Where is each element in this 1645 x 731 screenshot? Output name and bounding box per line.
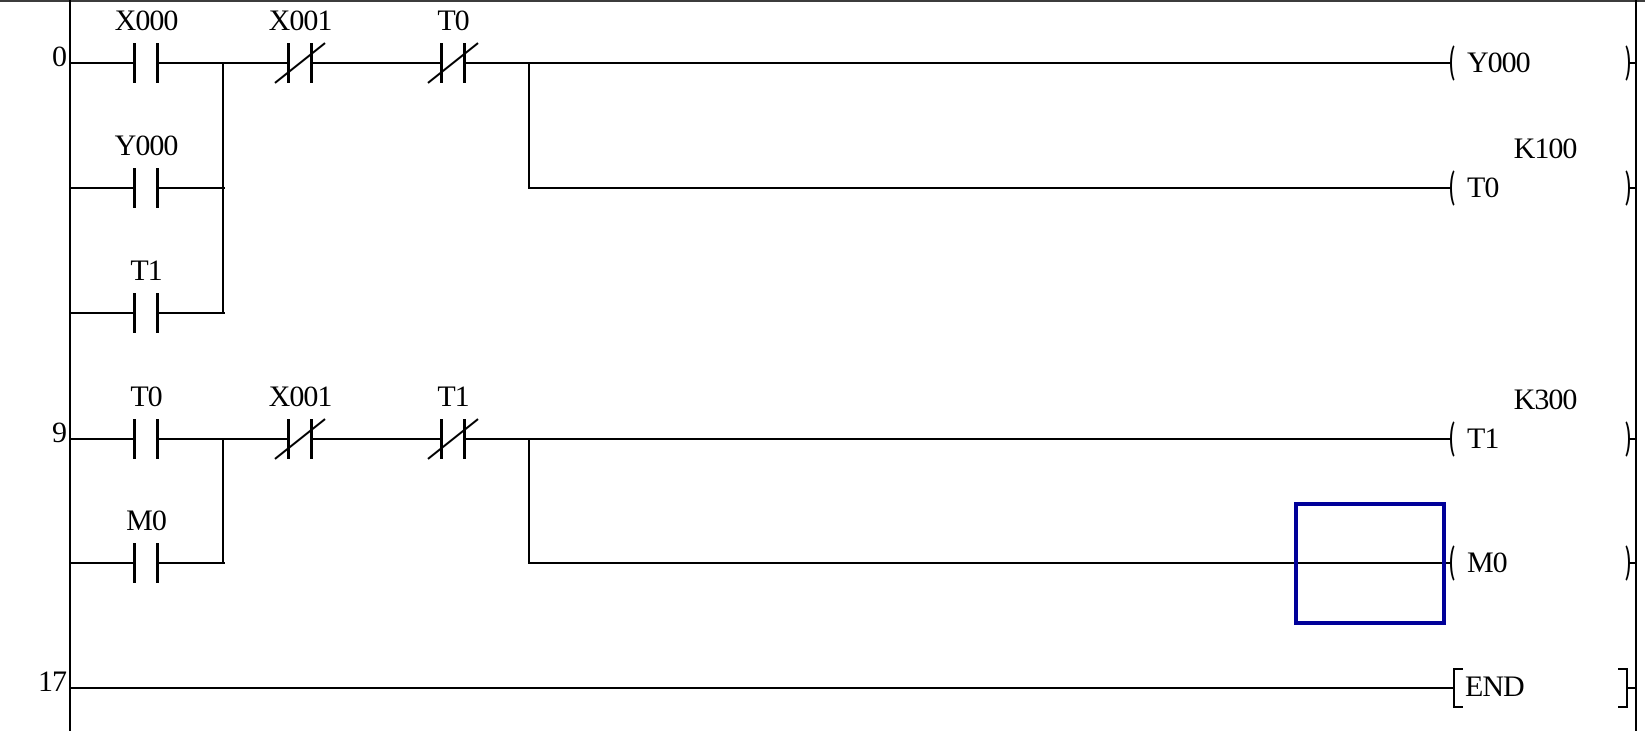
wire-segment [69,438,1450,440]
normally-closed-slash [274,418,326,460]
contact-label: T0 [437,4,469,37]
contact-nc-t0[interactable]: T0 [420,5,486,89]
coil-t0[interactable]: T0 K100 [1450,130,1637,214]
timer-preset-label: K100 [1513,132,1578,165]
contact-no-t1[interactable]: T1 [113,255,179,339]
contact-label: T1 [130,254,162,287]
contact-nc-t1[interactable]: T1 [420,381,486,465]
coil-close-paren [1616,542,1630,584]
contact-bar-left [287,419,290,459]
selection-cursor[interactable] [1294,502,1446,625]
normally-closed-slash [427,42,479,84]
coil-t1[interactable]: T1 K300 [1450,381,1637,465]
step-number: 9 [52,416,67,449]
contact-nc-x001[interactable]: X001 [267,5,333,89]
contact-no-x000[interactable]: X000 [113,5,179,89]
contact-no-m0[interactable]: M0 [113,505,179,589]
contact-bar-right [310,419,313,459]
branch-wire [222,439,224,563]
coil-close-paren [1616,418,1630,460]
instruction-stub-wire [1628,687,1635,689]
contact-gap [136,560,156,566]
contact-label: M0 [126,504,167,537]
coil-open-paren [1450,418,1464,460]
contact-label: X000 [114,4,179,37]
wire-segment [528,187,1450,189]
contact-bar-right [463,419,466,459]
contact-bar-right [156,43,159,83]
wire-segment [528,562,1450,564]
coil-label: T0 [1467,171,1499,204]
coil-close-paren [1616,42,1630,84]
contact-bar-right [156,293,159,333]
left-power-rail [69,0,71,731]
contact-bar-left [133,43,136,83]
instruction-label: END [1465,670,1525,703]
contact-bar-left [133,293,136,333]
contact-bar-left [133,419,136,459]
branch-wire [528,439,530,563]
contact-bar-left [440,43,443,83]
coil-stub-wire [1629,562,1635,564]
contact-label: T1 [437,380,469,413]
step-number: 17 [38,665,67,698]
contact-bar-left [133,168,136,208]
branch-wire [528,63,530,188]
coil-m0[interactable]: M0 [1450,505,1637,589]
contact-label: T0 [130,380,162,413]
normally-closed-slash [427,418,479,460]
contact-no-t0[interactable]: T0 [113,381,179,465]
instruction-open-bracket [1453,668,1463,708]
coil-stub-wire [1629,438,1635,440]
contact-bar-right [156,543,159,583]
instruction-end[interactable]: END [1453,667,1637,711]
coil-stub-wire [1629,187,1635,189]
contact-bar-left [133,543,136,583]
coil-label: T1 [1467,422,1499,455]
contact-gap [136,310,156,316]
right-power-rail [1635,0,1637,731]
contact-gap [136,436,156,442]
instruction-close-bracket [1618,668,1628,708]
wire-segment [69,687,1453,689]
contact-bar-left [440,419,443,459]
normally-closed-slash [274,42,326,84]
contact-bar-right [156,168,159,208]
contact-bar-right [310,43,313,83]
contact-no-y000[interactable]: Y000 [113,130,179,214]
coil-open-paren [1450,42,1464,84]
branch-wire [222,63,224,313]
coil-stub-wire [1629,62,1635,64]
step-number: 0 [52,40,67,73]
coil-y000[interactable]: Y000 [1450,5,1637,89]
wire-segment [69,62,1450,64]
contact-nc-x001[interactable]: X001 [267,381,333,465]
contact-label: X001 [268,380,333,413]
coil-open-paren [1450,167,1464,209]
contact-gap [136,60,156,66]
coil-label: Y000 [1467,46,1531,79]
contact-bar-left [287,43,290,83]
window-top-border [0,0,1645,2]
coil-close-paren [1616,167,1630,209]
contact-label: Y000 [114,129,179,162]
contact-gap [136,185,156,191]
coil-label: M0 [1467,546,1508,579]
contact-label: X001 [268,4,333,37]
timer-preset-label: K300 [1513,383,1578,416]
coil-open-paren [1450,542,1464,584]
contact-bar-right [463,43,466,83]
contact-bar-right [156,419,159,459]
